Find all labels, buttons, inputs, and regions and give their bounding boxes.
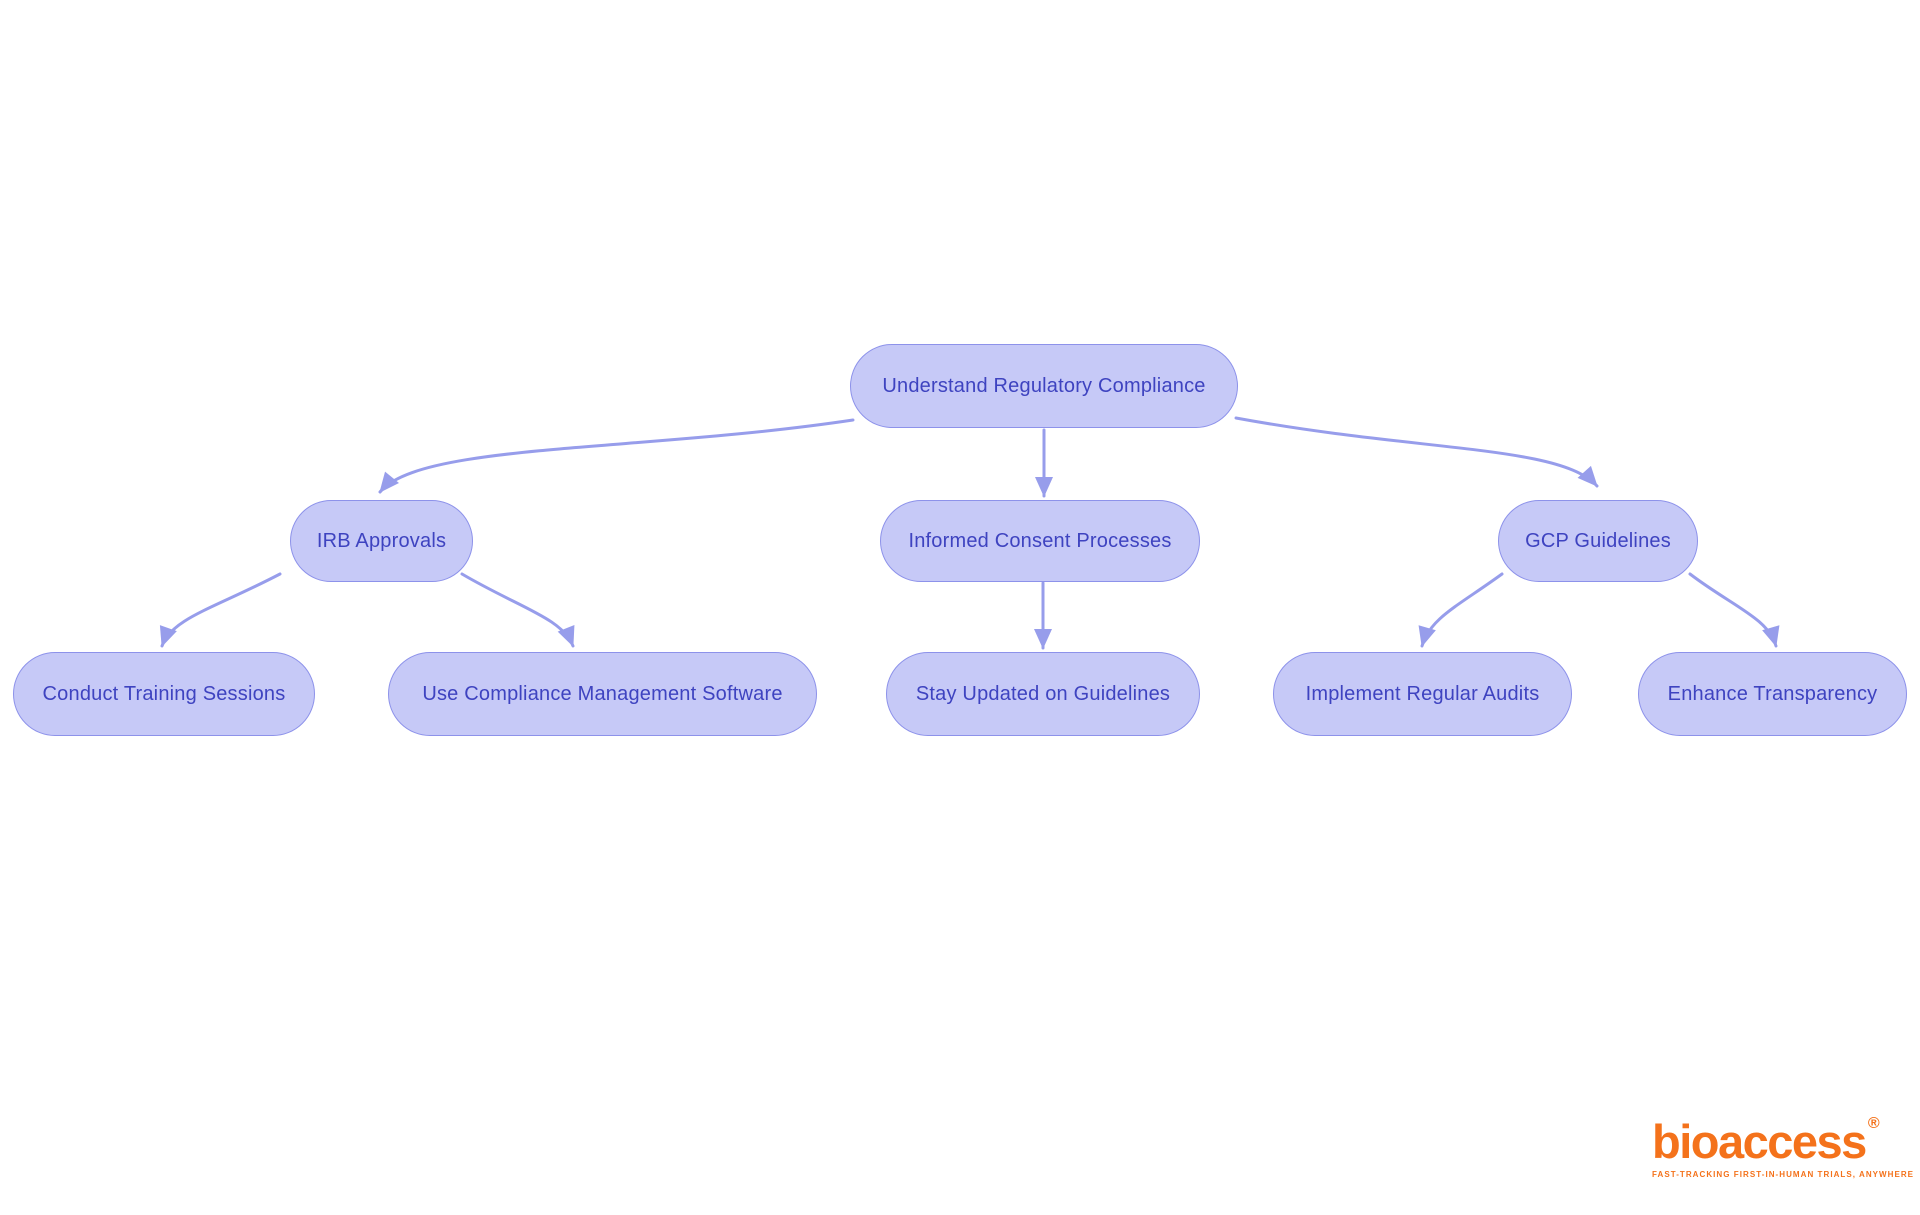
edge-irb-to-training (159, 572, 282, 648)
node-implement-regular-audits: Implement Regular Audits (1273, 652, 1572, 736)
node-stay-updated-on-guidelines: Stay Updated on Guidelines (886, 652, 1200, 736)
node-label: Implement Regular Audits (1305, 682, 1540, 705)
node-understand-regulatory-compliance: Understand Regulatory Compliance (850, 344, 1238, 428)
node-conduct-training-sessions: Conduct Training Sessions (13, 652, 315, 736)
edge-root-to-irb (378, 418, 855, 494)
node-enhance-transparency: Enhance Transparency (1638, 652, 1907, 736)
node-label: Understand Regulatory Compliance (882, 374, 1206, 397)
node-label: IRB Approvals (316, 529, 447, 552)
node-label: Use Compliance Management Software (422, 682, 783, 705)
edge-root-to-gcp (1234, 416, 1599, 488)
node-label: GCP Guidelines (1525, 529, 1671, 552)
logo-brand-text: bioaccess (1652, 1115, 1867, 1168)
edge-irb-to-software (460, 572, 575, 648)
node-use-compliance-management-software: Use Compliance Management Software (388, 652, 817, 736)
node-label: Conduct Training Sessions (42, 682, 286, 705)
node-irb-approvals: IRB Approvals (290, 500, 473, 582)
node-label: Informed Consent Processes (908, 529, 1172, 552)
node-label: Stay Updated on Guidelines (915, 682, 1171, 705)
bioaccess-logo: bioaccess ® FAST-TRACKING FIRST-IN-HUMAN… (1652, 1115, 1915, 1180)
node-gcp-guidelines: GCP Guidelines (1498, 500, 1698, 582)
edge-gcp-to-transparency (1688, 572, 1780, 648)
node-informed-consent-processes: Informed Consent Processes (880, 500, 1200, 582)
registered-trademark-icon: ® (1867, 1115, 1880, 1132)
edge-gcp-to-audits (1418, 572, 1504, 648)
node-label: Enhance Transparency (1667, 682, 1878, 705)
logo-tagline: FAST-TRACKING FIRST-IN-HUMAN TRIALS, ANY… (1652, 1170, 1915, 1179)
